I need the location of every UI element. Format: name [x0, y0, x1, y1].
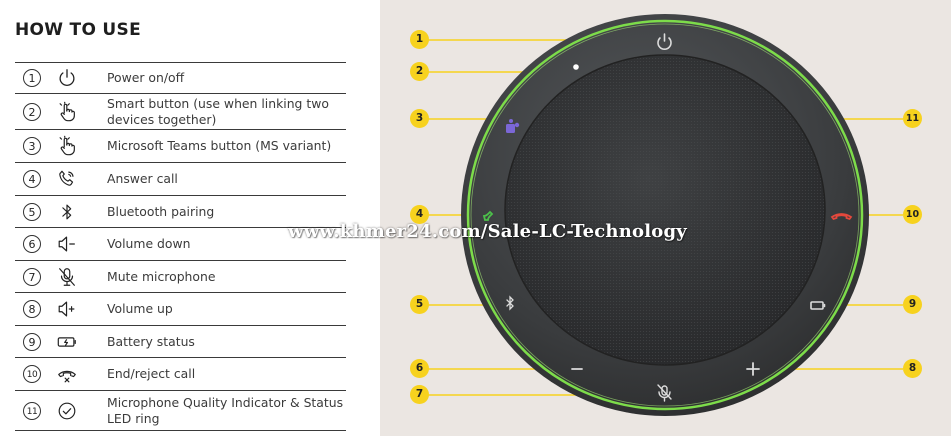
status-led-ring	[466, 19, 864, 411]
legend-number: 6	[23, 235, 41, 253]
watermark-text: www.khmer24.com/Sale-LC-Technology	[288, 221, 687, 242]
mic-mute-icon[interactable]	[657, 384, 672, 402]
battery-icon[interactable]	[810, 301, 826, 310]
hand-press-icon	[56, 135, 78, 157]
phone-end-icon[interactable]	[830, 213, 853, 221]
legend-row-teams-button: 3 Microsoft Teams button (MS variant)	[15, 129, 346, 162]
callout-3: 3	[410, 109, 429, 128]
legend-number: 11	[23, 401, 41, 420]
legend-label: Answer call	[107, 171, 178, 186]
phone-end-icon	[56, 363, 78, 385]
legend-row-smart-button: 2 Smart button (use when linking two dev…	[15, 93, 346, 129]
legend-row-bluetooth: 5 Bluetooth pairing	[15, 195, 346, 227]
power-icon	[56, 67, 78, 89]
legend-label: Mute microphone	[107, 268, 216, 284]
legend-label: Power on/off	[107, 70, 185, 85]
hand-press-icon	[56, 101, 78, 123]
callout-8: 8	[903, 359, 922, 378]
page-title: HOW TO USE	[15, 20, 141, 40]
callout-2: 2	[410, 62, 429, 81]
legend-number: 3	[23, 137, 41, 155]
legend-number: 5	[23, 202, 41, 221]
legend-label: Battery status	[107, 333, 195, 349]
legend-row-answer-call: 4 Answer call	[15, 162, 346, 195]
legend-row-led-ring: 11 Microphone Quality Indicator & Status…	[15, 390, 346, 431]
bluetooth-icon	[56, 201, 78, 223]
volume-up-icon	[56, 298, 78, 320]
callout-1: 1	[410, 30, 429, 49]
callout-7: 7	[410, 385, 429, 404]
bluetooth-icon[interactable]	[506, 295, 514, 311]
legend-row-mute: 7 Mute microphone	[15, 260, 346, 292]
legend-row-volume-down: 6 Volume down	[15, 227, 346, 260]
phone-answer-icon[interactable]	[482, 210, 494, 221]
legend-number: 1	[23, 69, 41, 87]
callout-6: 6	[410, 359, 429, 378]
power-icon[interactable]	[657, 33, 672, 50]
callout-10: 10	[903, 205, 922, 224]
battery-icon	[56, 331, 78, 353]
legend-row-end-call: 10 End/reject call	[15, 357, 346, 390]
legend-number: 9	[23, 332, 41, 351]
legend-label: Smart button (use when linking two devic…	[107, 95, 329, 127]
legend-label: Volume down	[107, 236, 191, 251]
mic-mute-icon	[56, 266, 78, 288]
legend-label: Microsoft Teams button (MS variant)	[107, 138, 332, 153]
volume-up-icon[interactable]	[746, 362, 760, 376]
teams-icon[interactable]	[506, 119, 520, 133]
legend-number: 8	[23, 300, 41, 318]
volume-down-icon	[56, 233, 78, 255]
legend-row-power: 1 Power on/off	[15, 62, 346, 93]
legend-table: 1 Power on/off 2 Smart button (use when …	[15, 62, 346, 431]
callout-4: 4	[410, 205, 429, 224]
callout-11: 11	[903, 109, 922, 128]
smart-button-icon[interactable]	[573, 64, 579, 70]
legend-number: 7	[23, 267, 41, 286]
legend-label: Bluetooth pairing	[107, 203, 215, 219]
legend-label: Volume up	[107, 301, 173, 316]
legend-number: 4	[23, 170, 41, 188]
callout-9: 9	[903, 295, 922, 314]
phone-answer-icon	[56, 168, 78, 190]
legend-label: End/reject call	[107, 366, 196, 381]
check-circle-icon	[56, 400, 78, 422]
callout-5: 5	[410, 295, 429, 314]
legend-row-battery: 9 Battery status	[15, 325, 346, 357]
legend-row-volume-up: 8 Volume up	[15, 292, 346, 325]
legend-number: 10	[23, 365, 41, 383]
legend-label: Microphone Quality Indicator & Status LE…	[107, 394, 344, 426]
legend-number: 2	[23, 102, 41, 121]
